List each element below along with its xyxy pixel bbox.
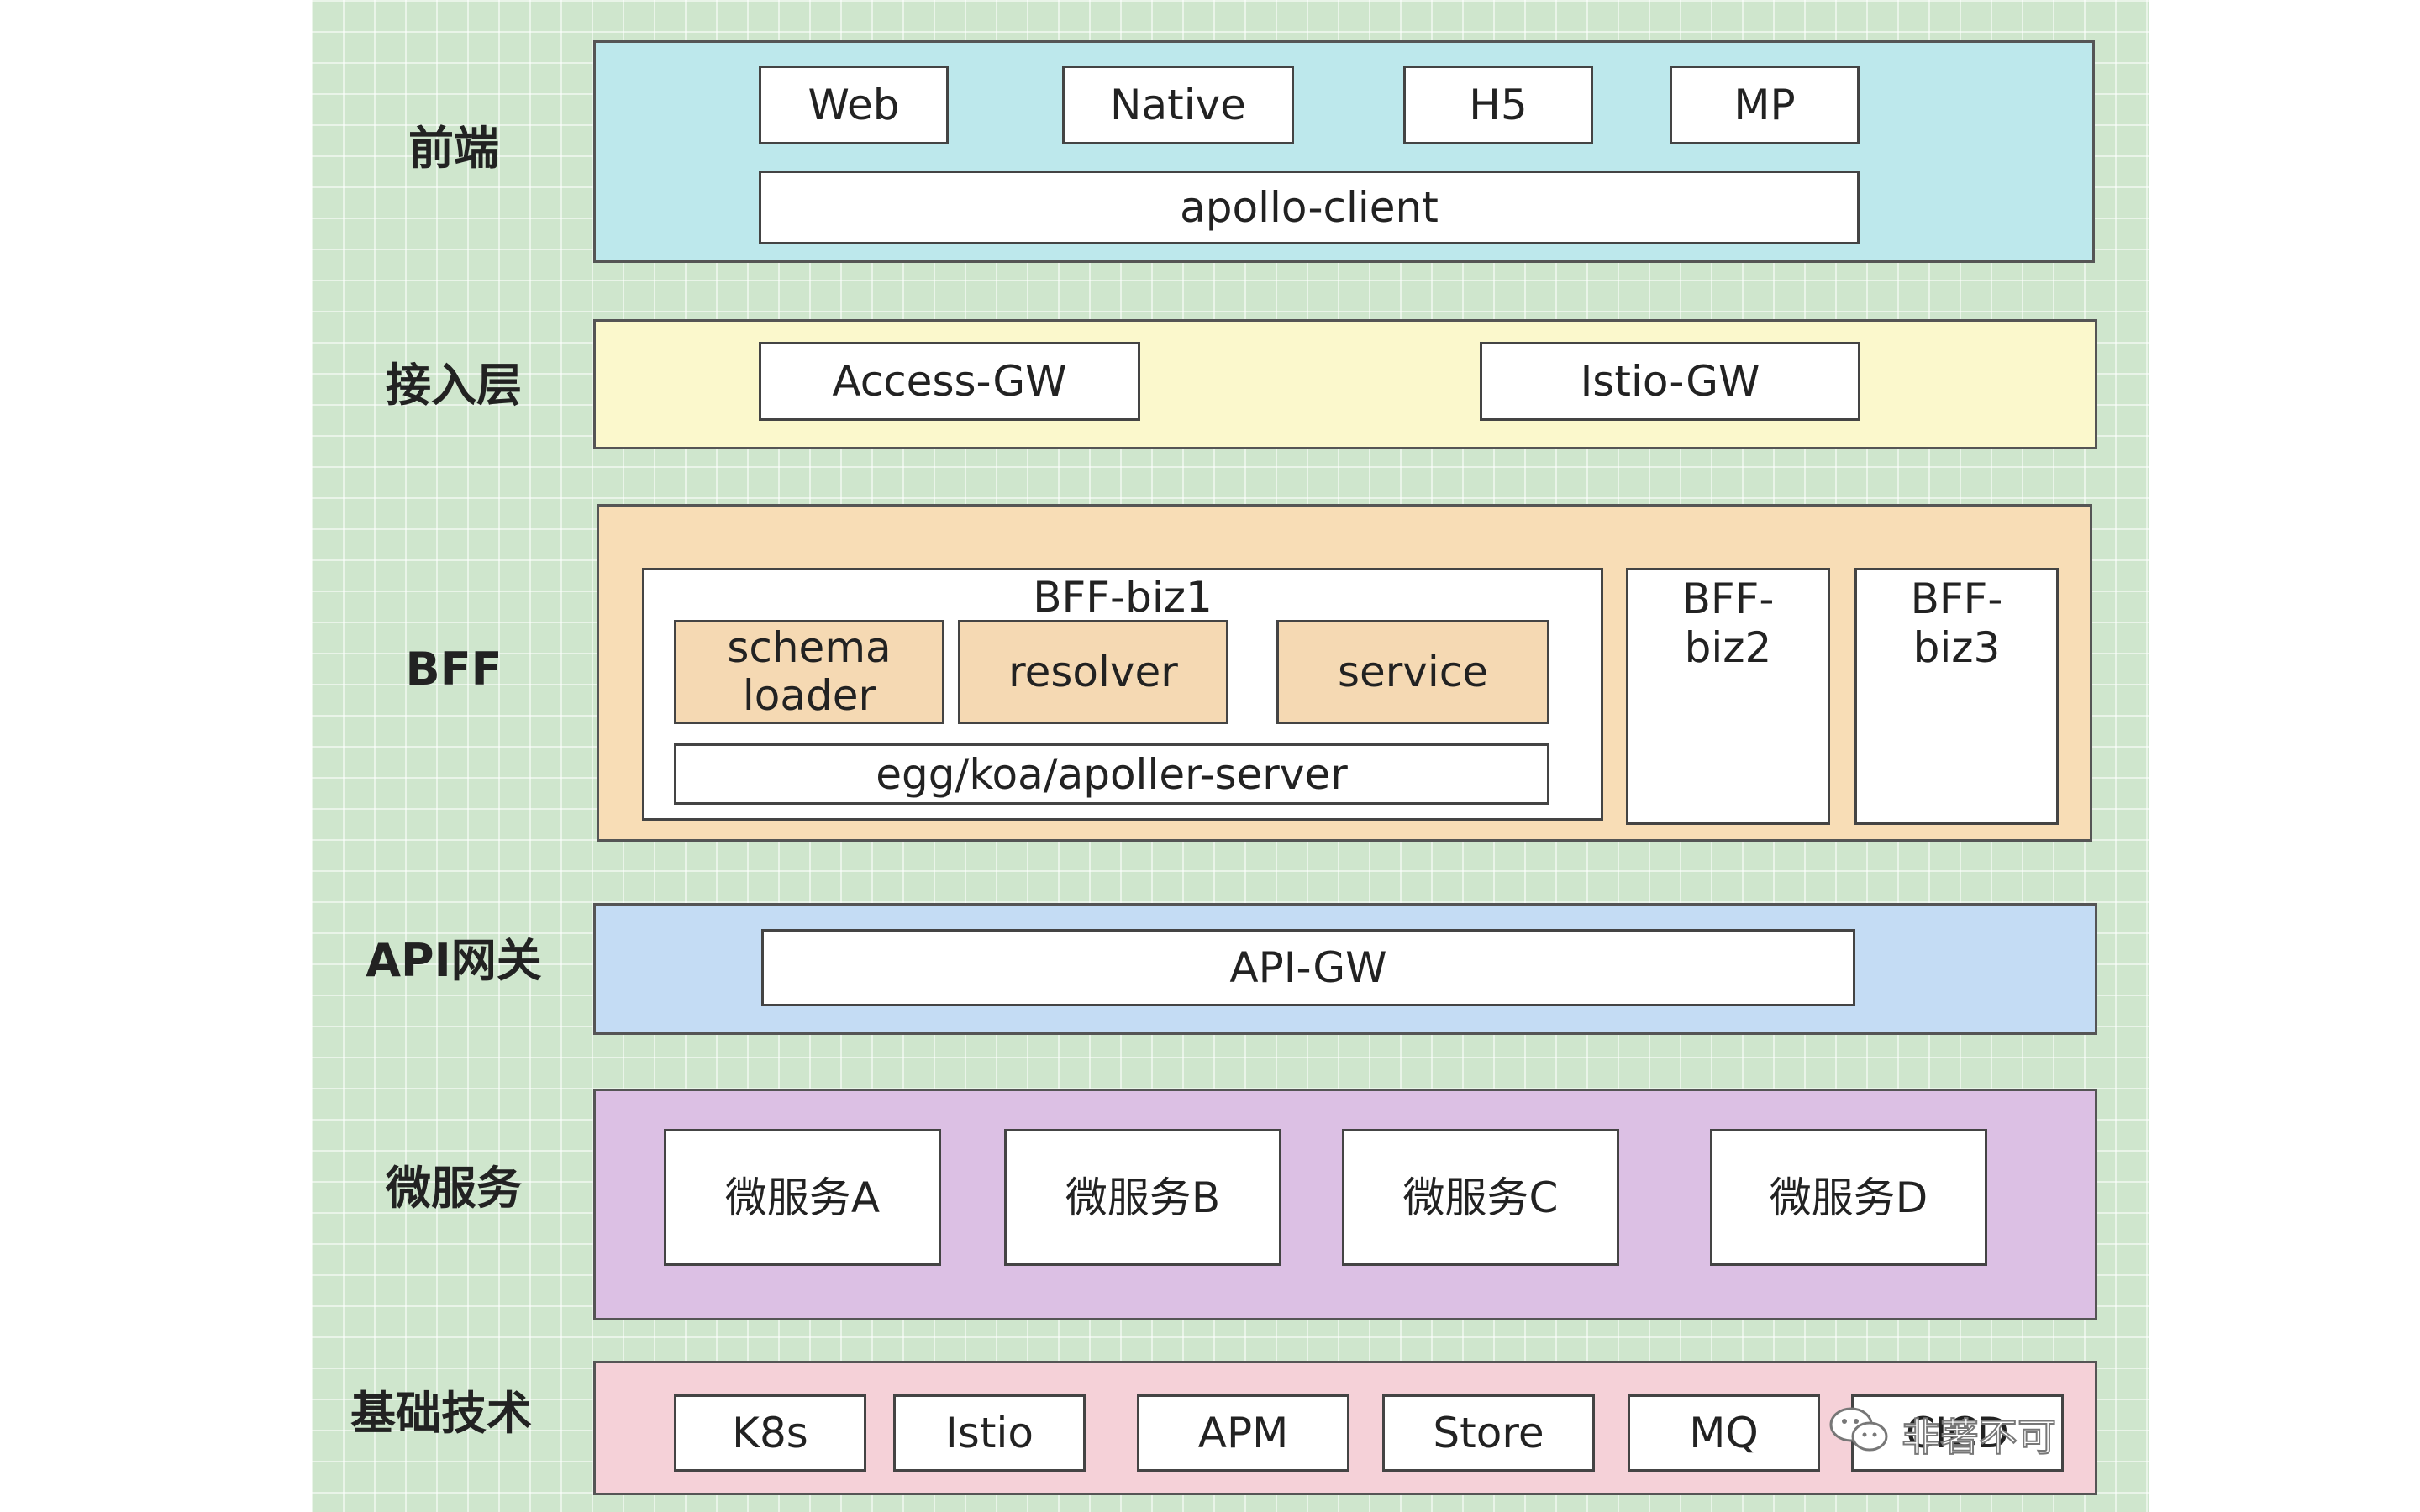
infra-item-mq: MQ [1628, 1394, 1820, 1472]
apollo-client-box: apollo-client [759, 171, 1860, 244]
frontend-item-h5: H5 [1403, 66, 1593, 144]
label-frontend: 前端 [408, 122, 499, 175]
label-bff: BFF [405, 643, 502, 696]
microservice-d-box: 微服务D [1710, 1129, 1987, 1266]
infra-item-store: Store [1382, 1394, 1595, 1472]
microservice-a-box: 微服务A [664, 1129, 941, 1266]
frontend-item-web: Web [759, 66, 949, 144]
access-gw-box: Access-GW [759, 342, 1140, 421]
bff-server-box: egg/koa/apoller-server [674, 743, 1549, 805]
label-microservices: 微服务 [386, 1162, 522, 1215]
infra-item-apm: APM [1137, 1394, 1349, 1472]
bff-biz3-box: BFF- biz3 [1854, 568, 2059, 825]
label-infrastructure: 基础技术 [350, 1387, 532, 1440]
bff-module-service: service [1276, 620, 1549, 724]
bff-module-schema-loader: schema loader [674, 620, 944, 724]
watermark-text: 非著不可 [1901, 1414, 2057, 1461]
frontend-item-native: Native [1062, 66, 1294, 144]
istio-gw-box: Istio-GW [1480, 342, 1860, 421]
microservice-c-box: 微服务C [1342, 1129, 1619, 1266]
microservice-b-box: 微服务B [1004, 1129, 1281, 1266]
api-gw-box: API-GW [761, 929, 1855, 1006]
wechat-icon [1828, 1404, 1891, 1464]
bff-module-resolver: resolver [958, 620, 1228, 724]
bff-biz2-box: BFF- biz2 [1626, 568, 1830, 825]
frontend-item-mp: MP [1670, 66, 1860, 144]
label-access: 接入层 [386, 359, 522, 412]
watermark: 非著不可 [1828, 1404, 2057, 1464]
label-api-gateway: API网关 [366, 934, 542, 987]
infra-item-k8s: K8s [674, 1394, 866, 1472]
infra-item-istio: Istio [893, 1394, 1086, 1472]
